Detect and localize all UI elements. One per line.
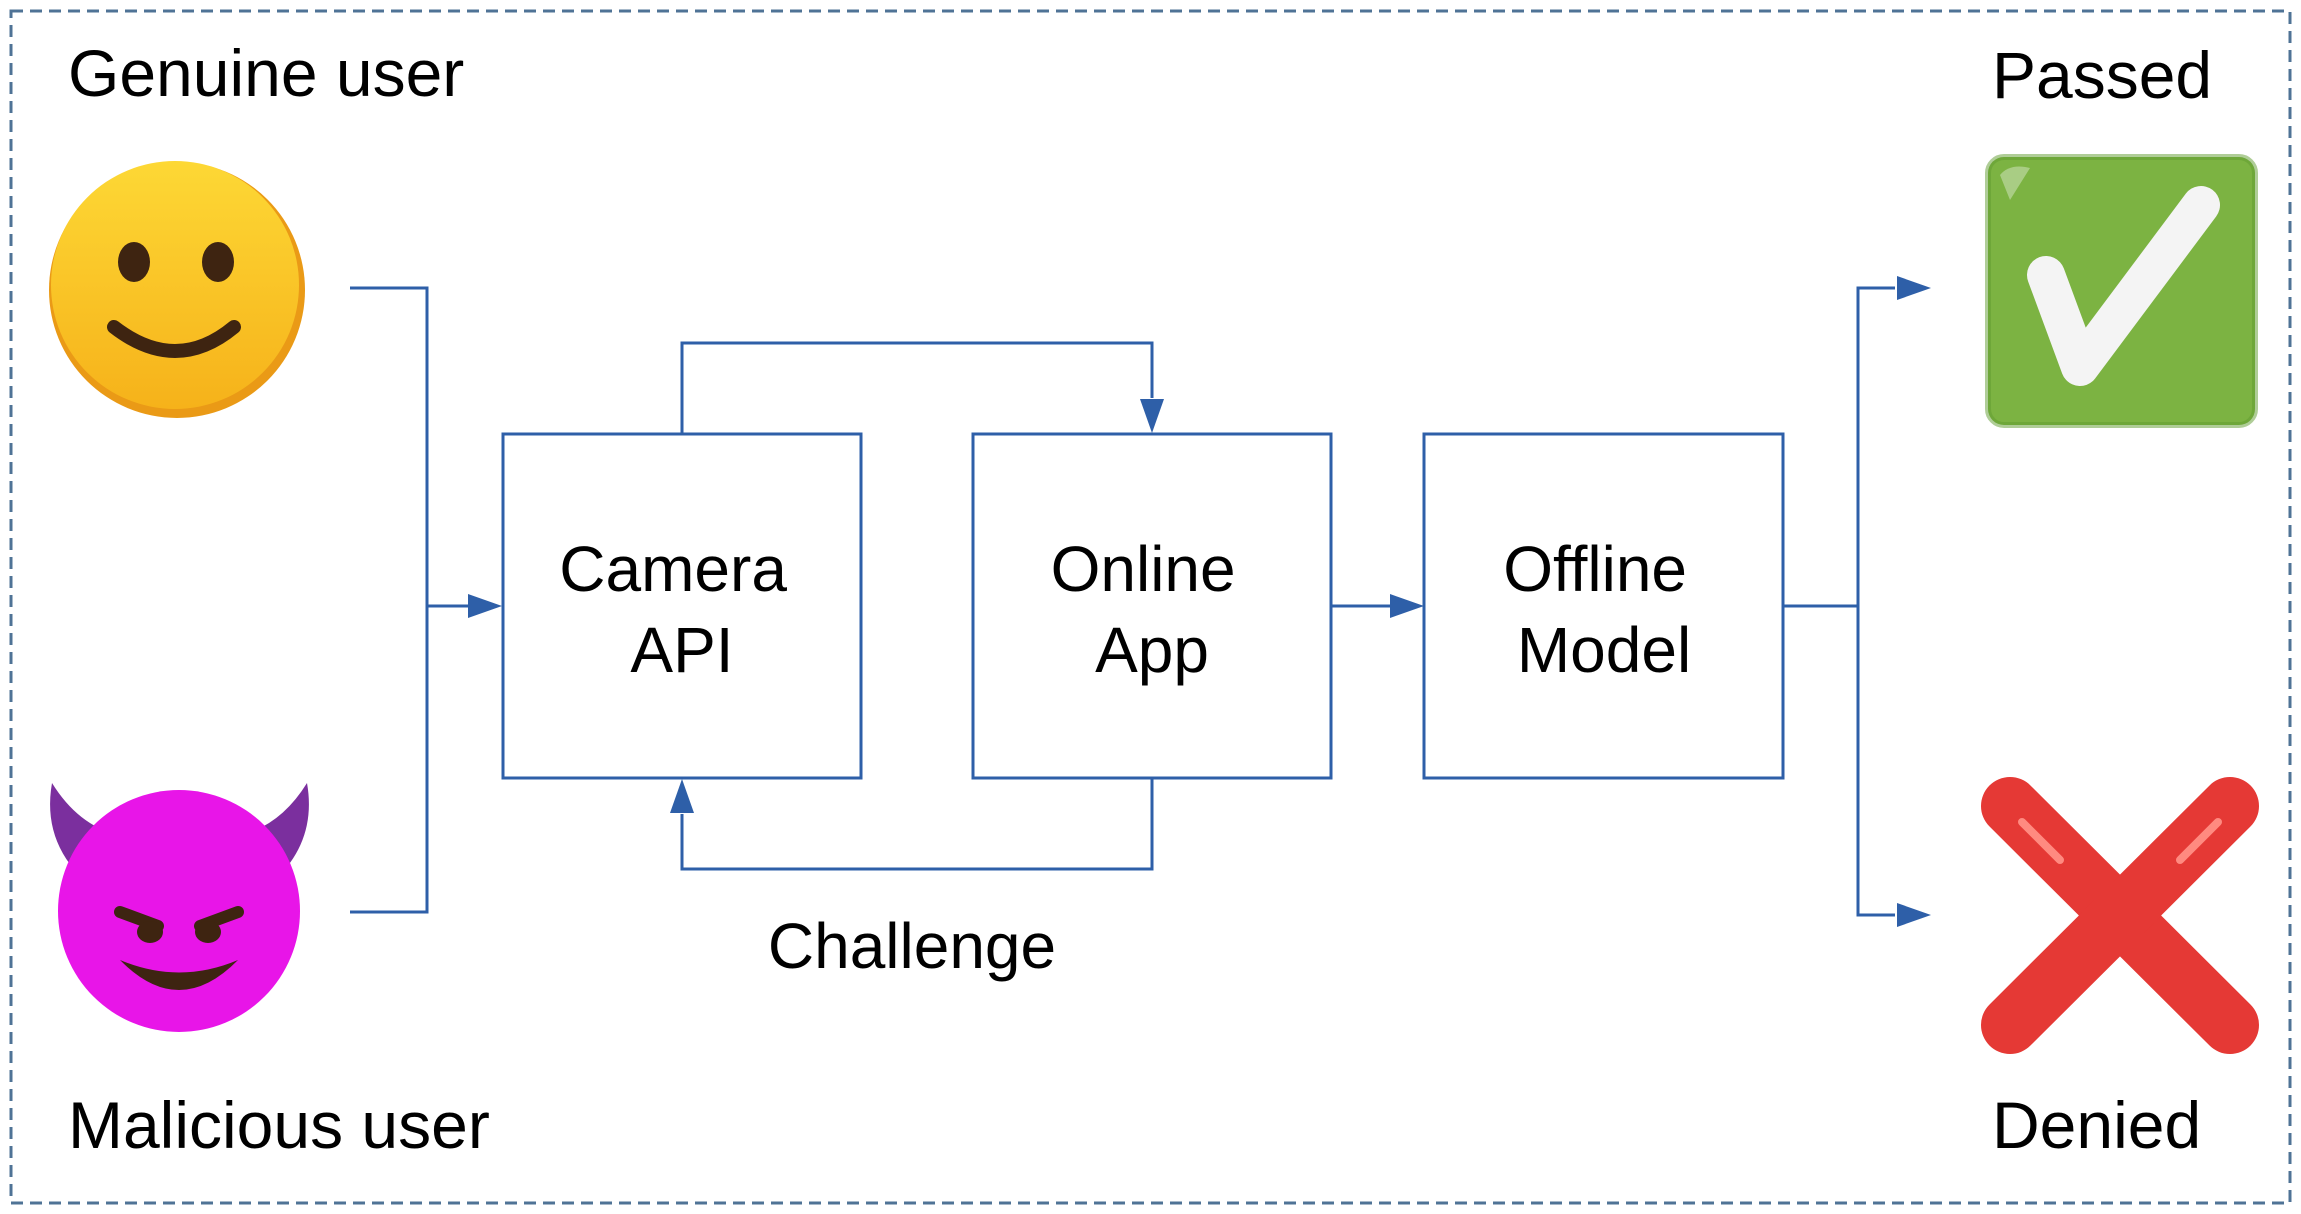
passed-label: Passed (1992, 38, 2212, 112)
denied-label: Denied (1992, 1088, 2201, 1162)
arrowhead-challenge (670, 779, 694, 813)
camera-to-online-connector (680, 341, 1154, 434)
camera-api-box (501, 432, 863, 780)
outcome-connectors (1783, 286, 1895, 917)
arrowhead-denied (1897, 903, 1931, 927)
arrowhead-offline-in (1390, 594, 1424, 618)
check-mark-button-icon (1985, 154, 2258, 428)
arrowhead-passed (1897, 276, 1931, 300)
camera-api-label: Camera API (559, 533, 804, 686)
diagram-border (9, 9, 2292, 1205)
smiling-face-icon (49, 161, 305, 418)
genuine-user-label: Genuine user (68, 36, 464, 110)
challenge-label: Challenge (768, 910, 1056, 982)
malicious-user-label: Malicious user (68, 1088, 490, 1162)
smiling-devil-icon (50, 783, 309, 1032)
cross-mark-icon (1981, 777, 2259, 1054)
online-app-box (971, 432, 1333, 780)
user-connectors (350, 286, 470, 914)
arrowhead-camera-in (468, 594, 502, 618)
offline-model-label: Offline Model (1503, 533, 1705, 686)
arrowhead-online-in (1140, 399, 1164, 433)
online-app-label: Online App (1051, 533, 1254, 686)
challenge-connector (680, 778, 1154, 871)
offline-model-box (1422, 432, 1785, 780)
